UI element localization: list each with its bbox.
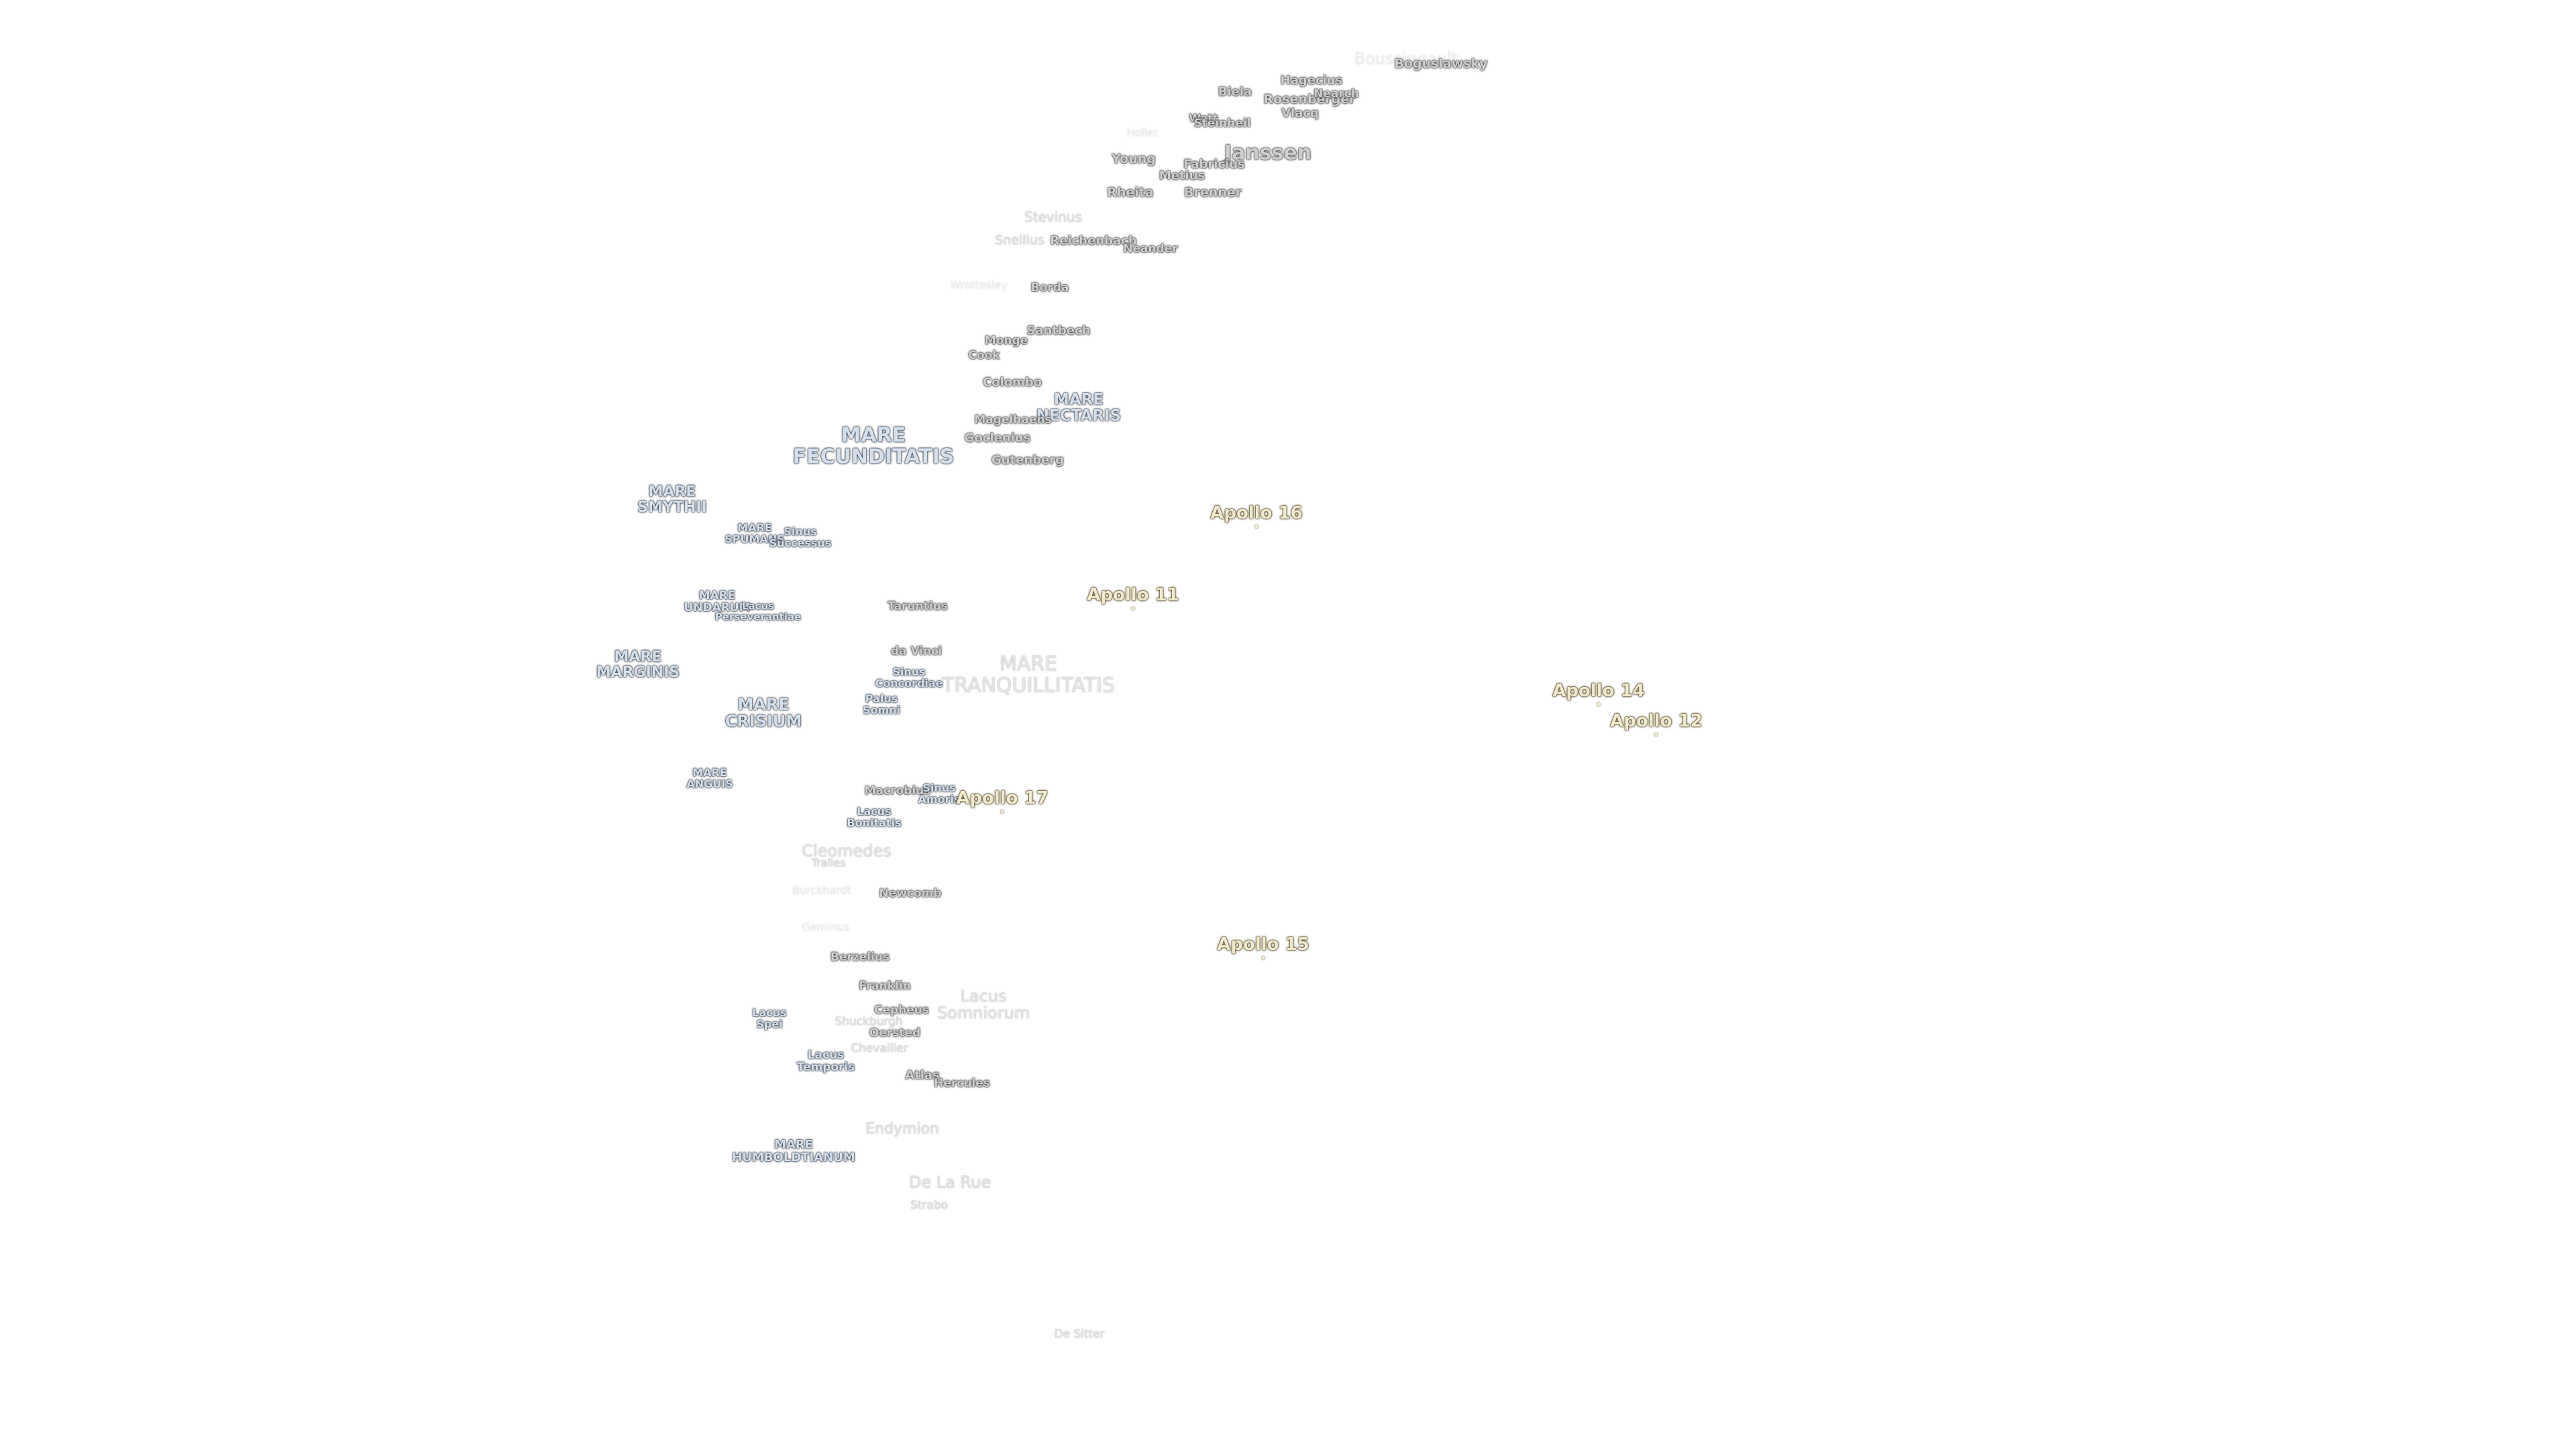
feature-label-fabricius: Fabricius [1183, 157, 1245, 172]
feature-label-macrobius: Macrobius [864, 784, 931, 798]
feature-label-hollet: Hollet [1126, 126, 1159, 140]
feature-label-berzelius: Berzelius [830, 951, 890, 965]
feature-label-vlacq: Vlacq [1281, 106, 1319, 121]
feature-label-biela: Biela [1218, 85, 1252, 99]
feature-label-rosenberger: Rosenberger [1263, 92, 1356, 107]
apollo-site-label-apollo-14: Apollo 14 [1552, 680, 1645, 701]
apollo-site-label-apollo-12: Apollo 12 [1610, 710, 1703, 731]
feature-label-taruntius: Taruntius [888, 600, 948, 614]
apollo-landing-marker [1000, 810, 1004, 814]
feature-label-cleomedes: Cleomedes [802, 841, 892, 861]
apollo-site-label-apollo-17: Apollo 17 [956, 788, 1049, 808]
feature-label-magelhaens: Magelhaens [974, 413, 1052, 427]
feature-label-shuckburgh: Shuckburgh [835, 1015, 903, 1029]
feature-label-atlas: Atlas [905, 1068, 940, 1083]
apollo-site-label-apollo-16: Apollo 16 [1210, 502, 1303, 523]
feature-label-colombo: Colombo [982, 375, 1042, 390]
feature-label-santbech: Santbech [1026, 323, 1091, 338]
feature-label-rheita: Rheita [1107, 185, 1154, 201]
apollo-landing-marker [1654, 733, 1658, 737]
feature-label-hagecius: Hagecius [1280, 73, 1343, 88]
feature-label-borda: Borda [1030, 281, 1069, 295]
feature-label-cepheus: Cepheus [873, 1004, 930, 1018]
feature-label-strabo: Strabo [910, 1199, 949, 1213]
feature-label-stevinus: Stevinus [1024, 209, 1083, 225]
feature-label-nearch: Nearch [1313, 87, 1359, 101]
feature-label-da-vinci: da Vinci [890, 645, 943, 659]
feature-label-gutenberg: Gutenberg [991, 453, 1065, 468]
feature-label-monge: Monge [984, 334, 1028, 348]
feature-label-franklin: Franklin [859, 979, 911, 994]
feature-label-boguslawsky: Boguslawsky [1394, 56, 1488, 72]
feature-label-endymion: Endymion [865, 1120, 939, 1138]
feature-label-wrottesley: Wrottesley [950, 278, 1008, 292]
feature-label-watt: Watt [1189, 111, 1218, 125]
feature-label-goclenius: Goclenius [964, 431, 1031, 445]
feature-label-metius: Metius [1159, 168, 1205, 183]
apollo-site-label-apollo-15: Apollo 15 [1217, 934, 1309, 955]
feature-label-boussingault: Boussingault [1354, 49, 1458, 68]
feature-label-snellius: Snellius [995, 233, 1044, 248]
feature-label-cook: Cook [968, 349, 1000, 363]
apollo-landing-marker [1131, 606, 1135, 610]
feature-label-chevallier: Chevallier [851, 1042, 908, 1056]
feature-label-janssen: Janssen [1224, 141, 1312, 165]
feature-label-neander: Neander [1123, 242, 1178, 256]
apollo-landing-marker [1254, 525, 1258, 529]
feature-label-young: Young [1112, 152, 1156, 167]
feature-label-tralles: Tralles [811, 856, 846, 869]
feature-label-geminus: Geminus [802, 920, 850, 934]
apollo-site-label-apollo-11: Apollo 11 [1087, 584, 1179, 605]
feature-label-hercules: Hercules [934, 1077, 990, 1091]
feature-label-burckhardt: Burckhardt [792, 883, 852, 897]
feature-label-oersted: Oersted [869, 1026, 921, 1040]
apollo-landing-marker [1597, 702, 1601, 706]
feature-label-newcomb: Newcomb [879, 887, 942, 901]
apollo-landing-marker [1261, 956, 1265, 960]
feature-label-brenner: Brenner [1183, 185, 1242, 201]
feature-label-de-la-rue: De La Rue [908, 1173, 991, 1192]
feature-label-reichenbach: Reichenbach [1050, 233, 1137, 248]
feature-label-de-sitter: De Sitter [1054, 1328, 1105, 1342]
feature-label-steinheil: Steinheil [1193, 117, 1251, 131]
